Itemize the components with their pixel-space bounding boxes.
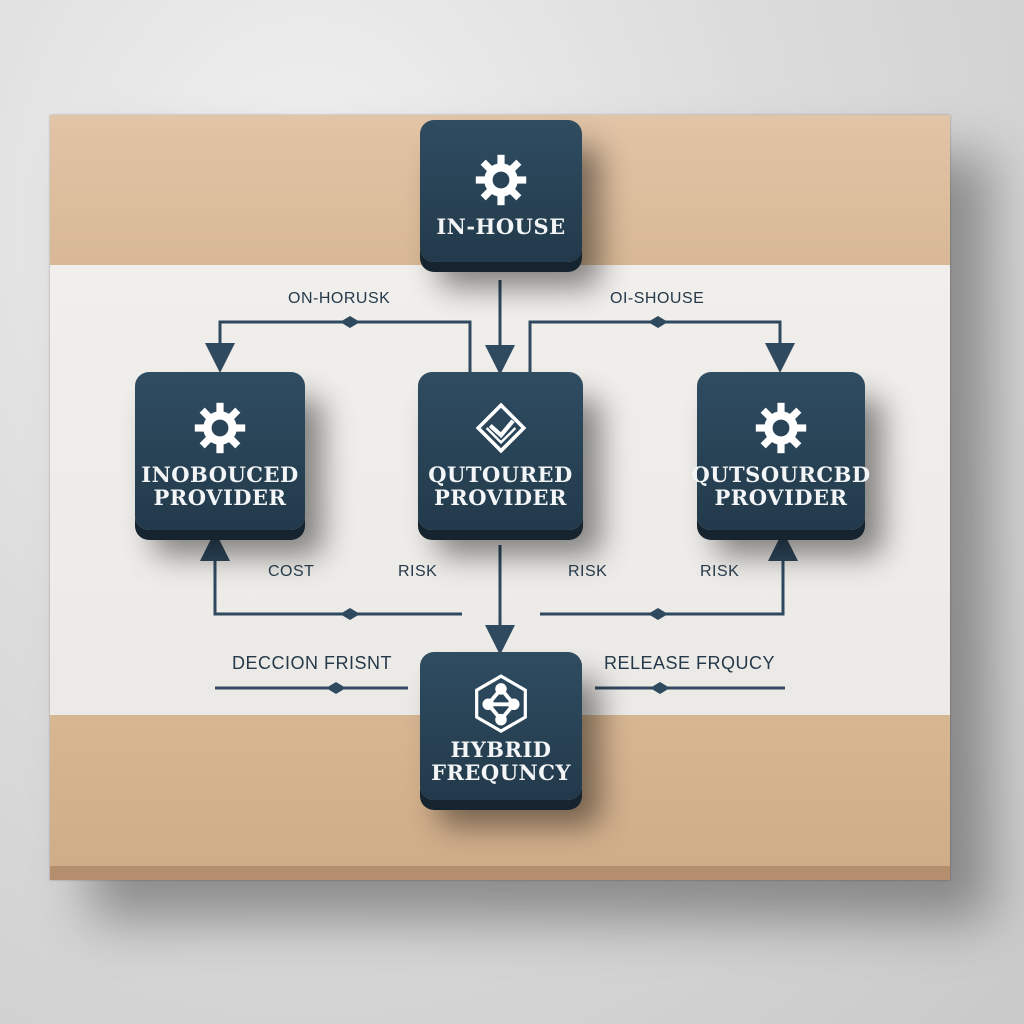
- label-top-left: ON-HORUSK: [288, 290, 391, 307]
- gear-icon: [181, 393, 259, 463]
- network-hexagon-icon: [462, 668, 540, 738]
- node-hybrid-frequency[interactable]: HYBRID FREQUNCY: [420, 652, 582, 800]
- node-label: IN-HOUSE: [436, 213, 566, 239]
- node-in-house[interactable]: IN-HOUSE: [420, 120, 582, 262]
- label-risk-2: RISK: [568, 563, 608, 580]
- node-label-line2: FREQUNCY: [431, 760, 571, 785]
- label-decision: DECCION FRISNT: [232, 653, 392, 673]
- node-outsourced-provider-center[interactable]: QUTOURED PROVIDER: [418, 372, 583, 530]
- label-risk-3: RISK: [700, 563, 740, 580]
- label-risk-1: RISK: [398, 563, 438, 580]
- diamond-marker: [648, 608, 668, 620]
- node-label-line2: PROVIDER: [434, 485, 567, 510]
- diamond-check-icon: [462, 393, 540, 463]
- diamond-marker: [648, 316, 668, 328]
- diamond-marker: [326, 682, 346, 694]
- connector-bottom-right: [540, 531, 798, 616]
- gear-icon: [742, 393, 820, 463]
- node-label-line1: QUTOURED: [428, 462, 573, 487]
- diamond-marker: [340, 316, 360, 328]
- label-release: RELEASE FRQUCY: [604, 653, 776, 673]
- connector-top-left: [205, 320, 472, 373]
- node-label-line2: PROVIDER: [714, 485, 848, 510]
- node-outsourced-provider-right[interactable]: QUTSOURCBD PROVIDER: [691, 372, 870, 530]
- label-cost: COST: [268, 563, 315, 580]
- diamond-marker: [340, 608, 360, 620]
- node-label-line1: HYBRID: [450, 737, 552, 762]
- node-label-line1: QUTSOURCBD: [691, 462, 871, 487]
- board-edge: [50, 866, 950, 880]
- node-insourced-provider[interactable]: INOBOUCED PROVIDER: [135, 372, 305, 530]
- connector-bottom-left: [200, 531, 462, 616]
- connector-top-right: [528, 320, 795, 373]
- node-label-line1: INOBOUCED: [141, 462, 299, 487]
- node-label-line2: PROVIDER: [153, 485, 287, 510]
- diamond-marker: [650, 682, 670, 694]
- gear-icon: [462, 145, 540, 215]
- label-top-right: OI-SHOUSE: [610, 290, 705, 307]
